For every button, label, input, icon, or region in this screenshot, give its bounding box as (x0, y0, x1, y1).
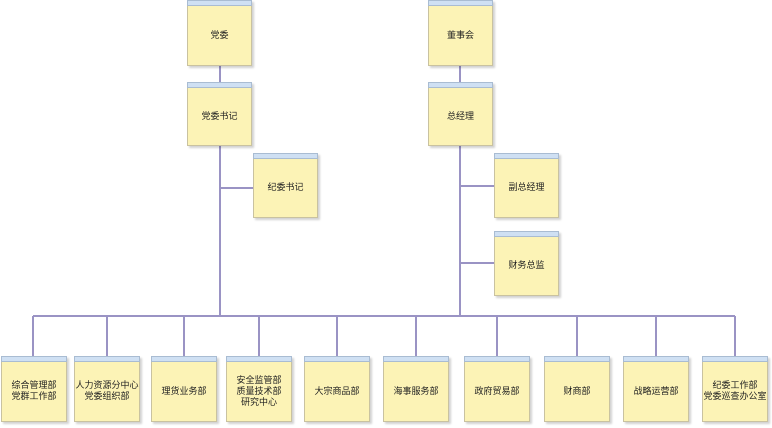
node-board: 董事会 (428, 0, 493, 66)
dept-label: 安全监管部 质量技术部 研究中心 (236, 375, 282, 408)
node-discipline-secretary: 纪委书记 (253, 153, 318, 218)
node-general-manager: 总经理 (428, 82, 493, 146)
dept-label: 战略运营部 (633, 386, 679, 397)
node-deputy-gm: 副总经理 (494, 153, 559, 218)
dept-7: 政府贸易部 (464, 356, 530, 422)
node-label: 总经理 (446, 111, 474, 122)
node-party-committee: 党委 (187, 0, 252, 66)
dept-5: 大宗商品部 (304, 356, 370, 422)
dept-label: 综合管理部 党群工作部 (11, 381, 57, 402)
dept-4: 安全监管部 质量技术部 研究中心 (226, 356, 292, 422)
node-cfo: 财务总监 (494, 231, 559, 296)
dept-label: 大宗商品部 (314, 386, 360, 397)
dept-label: 政府贸易部 (474, 386, 520, 397)
node-party-secretary: 党委书记 (187, 82, 252, 146)
dept-label: 纪委工作部 党委巡查办公室 (703, 381, 767, 402)
node-label: 党委 (210, 30, 229, 41)
dept-6: 海事服务部 (383, 356, 449, 422)
dept-1: 综合管理部 党群工作部 (1, 356, 67, 422)
dept-label: 海事服务部 (393, 386, 439, 397)
dept-9: 战略运营部 (623, 356, 689, 422)
dept-8: 财商部 (544, 356, 610, 422)
dept-label: 人力资源分中心 党委组织部 (75, 381, 139, 402)
node-label: 董事会 (446, 30, 474, 41)
node-label: 副总经理 (508, 183, 545, 193)
node-label: 财务总监 (508, 261, 545, 271)
dept-3: 理货业务部 (151, 356, 217, 422)
dept-2: 人力资源分中心 党委组织部 (74, 356, 140, 422)
dept-label: 理货业务部 (161, 386, 207, 397)
dept-label: 财商部 (563, 386, 591, 397)
dept-10: 纪委工作部 党委巡查办公室 (702, 356, 768, 422)
node-label: 党委书记 (201, 111, 238, 122)
node-label: 纪委书记 (267, 183, 304, 193)
